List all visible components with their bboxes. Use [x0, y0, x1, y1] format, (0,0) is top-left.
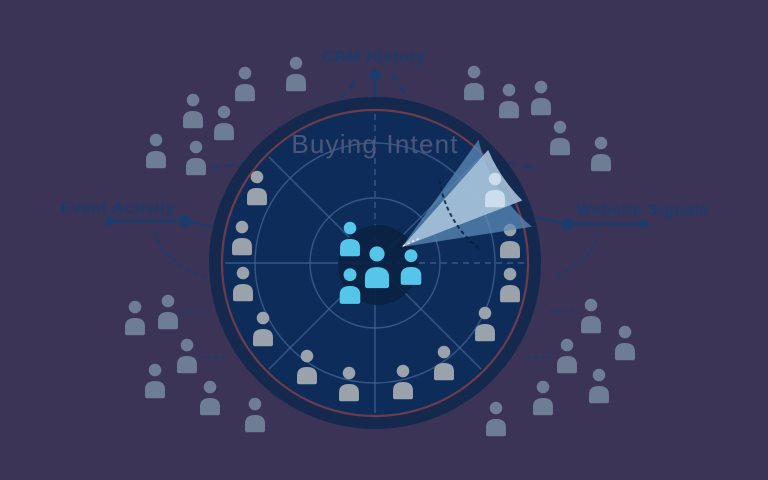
event-dashed-curve	[154, 229, 208, 280]
person-icon	[533, 380, 553, 416]
beam-signal-arc-far	[438, 180, 480, 250]
website-dashed-curve	[555, 230, 600, 278]
person-icon	[531, 80, 551, 116]
label-website-signals: Website Signals	[577, 202, 710, 219]
website-connector-tail	[535, 215, 569, 226]
label-event-activity: Event Activity	[60, 200, 175, 217]
person-icon	[146, 133, 166, 169]
person-icon	[177, 338, 197, 374]
person-icon	[499, 83, 519, 119]
label-crm-history: CRM History	[322, 49, 426, 66]
event-connector	[105, 214, 213, 280]
person-icon	[557, 338, 577, 374]
person-icon	[550, 120, 570, 156]
person-icon	[286, 56, 306, 92]
person-icon	[145, 363, 165, 399]
person-icon	[186, 140, 206, 176]
website-connector-dot-outer	[639, 219, 649, 229]
radar-center-label: Buying Intent	[291, 129, 458, 159]
person-icon	[589, 368, 609, 404]
person-icon	[464, 65, 484, 101]
person-icon	[214, 105, 234, 141]
person-icon	[591, 136, 611, 172]
beam-apex-dashes	[402, 237, 421, 247]
person-icon	[486, 401, 506, 437]
event-connector-tail	[184, 219, 213, 229]
person-icon	[581, 298, 601, 334]
radar-accent-ring	[220, 108, 530, 418]
person-icon	[235, 66, 255, 102]
person-icon	[200, 380, 220, 416]
website-connector	[535, 215, 649, 278]
person-icon	[183, 93, 203, 129]
person-icon	[125, 300, 145, 336]
crm-connector	[369, 69, 381, 97]
event-connector-dot-outer	[105, 216, 115, 226]
person-icon	[158, 294, 178, 330]
person-icon	[615, 325, 635, 361]
crm-connector-dot	[369, 69, 381, 81]
person-icon	[245, 397, 265, 433]
